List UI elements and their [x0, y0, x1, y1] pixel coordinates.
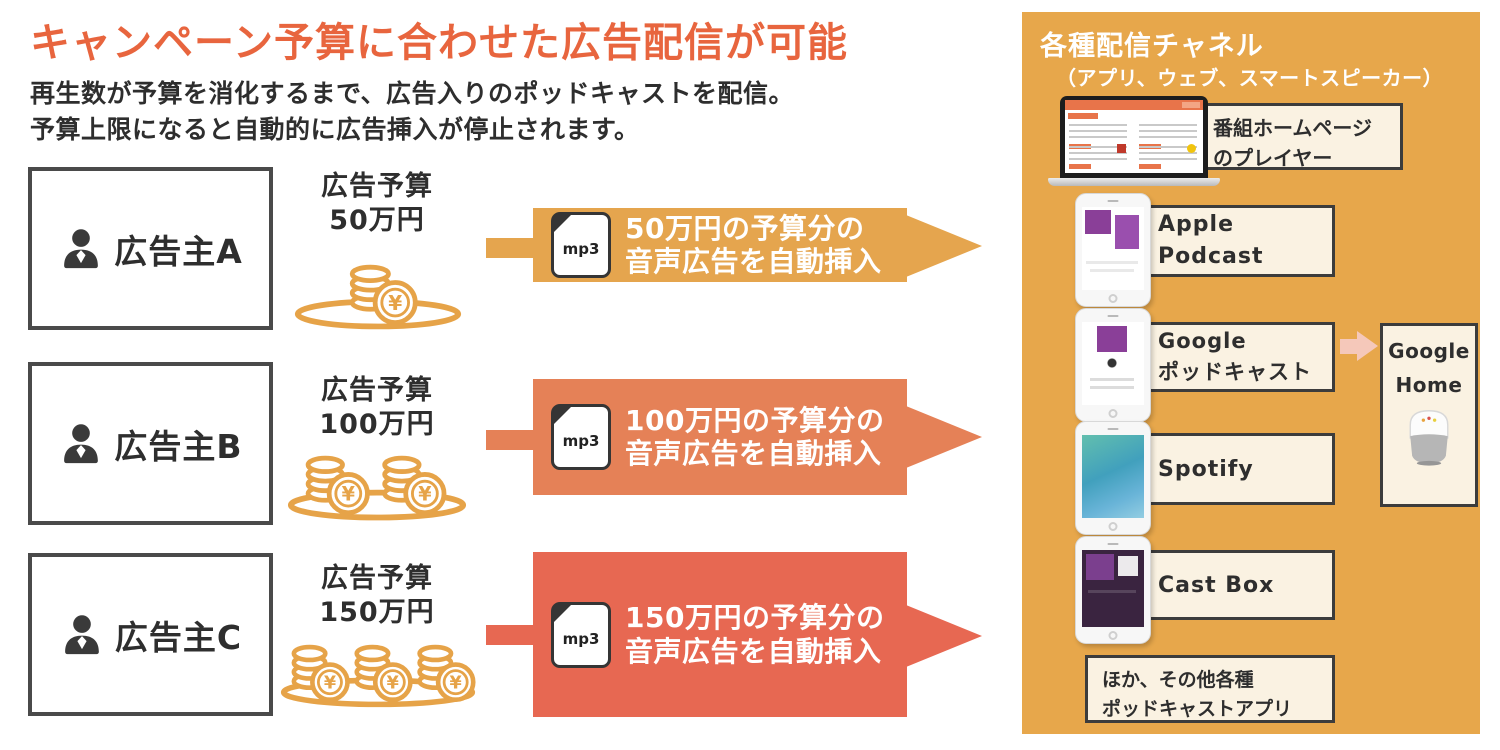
- page-title: キャンペーン予算に合わせた広告配信が可能: [30, 20, 848, 66]
- ad-banner-b: mp3 100万円の予算分の 音声広告を自動挿入: [533, 379, 907, 495]
- smart-speaker-box: Google Home: [1380, 323, 1478, 507]
- banner-c-line1: 150万円の予算分の: [625, 601, 885, 635]
- smart-speaker-line1: Google: [1388, 339, 1470, 363]
- coins-icon: ¥ ¥ ¥: [280, 644, 476, 708]
- subtitle-line2: 予算上限になると自動的に広告挿入が停止されます。: [30, 115, 640, 145]
- budget-amount: 50万円: [329, 204, 425, 236]
- channel-castbox-line1: Cast Box: [1158, 572, 1275, 598]
- budget-title: 広告予算: [321, 563, 433, 594]
- mp3-file-icon: mp3: [551, 212, 611, 278]
- channel-apple-line1: Apple: [1158, 212, 1234, 238]
- budget-c: 広告予算 150万円: [287, 562, 467, 630]
- channels-panel: 各種配信チャネル （アプリ、ウェブ、スマートスピーカー） 番組ホームページ のプ…: [1022, 12, 1480, 734]
- panel-title: 各種配信チャネル: [1040, 31, 1264, 62]
- budget-b: 広告予算 100万円: [287, 374, 467, 442]
- channel-google-line2: ポッドキャスト: [1158, 360, 1312, 384]
- banner-c-line2: 音声広告を自動挿入: [625, 634, 882, 668]
- flow-arrow-stem-c: [486, 625, 534, 645]
- arrow-to-smart-speaker-icon: [1340, 331, 1378, 361]
- channel-spotify-line1: Spotify: [1158, 456, 1254, 482]
- channel-label-web-player: 番組ホームページ のプレイヤー: [1200, 103, 1403, 170]
- banner-b-line2: 音声広告を自動挿入: [625, 437, 882, 470]
- panel-subtitle: （アプリ、ウェブ、スマートスピーカー）: [1056, 66, 1444, 90]
- banner-a-line2: 音声広告を自動挿入: [625, 245, 882, 278]
- channel-web-line1: 番組ホームページ: [1213, 116, 1372, 140]
- subtitle-line1: 再生数が予算を消化するまで、広告入りのポッドキャストを配信。: [30, 79, 795, 108]
- person-icon: [65, 614, 99, 654]
- iphone-spotify-icon: [1075, 421, 1151, 535]
- svg-text:¥: ¥: [324, 674, 336, 694]
- banner-text-b: 100万円の予算分の 音声広告を自動挿入: [625, 404, 884, 470]
- advertiser-name: 広告主B: [114, 426, 243, 466]
- advertiser-box-a: 広告主A: [28, 167, 273, 330]
- banner-text-a: 50万円の予算分の 音声広告を自動挿入: [625, 212, 882, 278]
- subtitle: 再生数が予算を消化するまで、広告入りのポッドキャストを配信。 予算上限になると自…: [30, 76, 794, 149]
- svg-text:¥: ¥: [388, 291, 402, 315]
- person-icon: [64, 228, 99, 268]
- mp3-label: mp3: [562, 629, 600, 648]
- flow-arrowhead-b: [906, 406, 982, 468]
- mp3-file-icon: mp3: [551, 404, 611, 470]
- flow-arrow-stem-b: [486, 430, 534, 450]
- google-home-icon: [1409, 410, 1449, 466]
- advertiser-name: 広告主A: [114, 231, 243, 271]
- svg-text:¥: ¥: [418, 482, 432, 505]
- channel-web-line2: のプレイヤー: [1213, 146, 1333, 170]
- budget-amount: 150万円: [319, 596, 435, 628]
- budget-title: 広告予算: [321, 375, 433, 406]
- advertiser-name: 広告主C: [114, 617, 243, 657]
- coins-icon: ¥: [294, 264, 462, 330]
- laptop-icon: [1060, 96, 1208, 178]
- mp3-label: mp3: [562, 240, 600, 258]
- smart-speaker-line2: Home: [1395, 373, 1463, 397]
- iphone-google-podcast-icon: [1075, 308, 1151, 422]
- ad-banner-a: mp3 50万円の予算分の 音声広告を自動挿入: [533, 208, 907, 282]
- banner-text-c: 150万円の予算分の 音声広告を自動挿入: [625, 601, 884, 667]
- budget-a: 広告予算 50万円: [287, 170, 467, 238]
- channel-google-line1: Google: [1158, 328, 1247, 353]
- svg-text:¥: ¥: [387, 674, 399, 694]
- iphone-apple-podcast-icon: [1075, 193, 1151, 307]
- mp3-file-icon: mp3: [551, 601, 611, 668]
- svg-text:¥: ¥: [342, 482, 356, 505]
- channel-label-other-apps: ほか、その他各種 ポッドキャストアプリ: [1085, 655, 1335, 723]
- ad-banner-c: mp3 150万円の予算分の 音声広告を自動挿入: [533, 552, 907, 717]
- banner-b-line1: 100万円の予算分の: [625, 403, 885, 437]
- channel-other-line2: ポッドキャストアプリ: [1102, 698, 1293, 721]
- svg-text:¥: ¥: [450, 674, 462, 694]
- channel-apple-line2: Podcast: [1158, 244, 1264, 269]
- website-thumbnail: [1065, 100, 1203, 173]
- iphone-castbox-icon: [1075, 536, 1151, 644]
- flow-arrowhead-a: [906, 215, 982, 277]
- laptop-base: [1048, 178, 1220, 186]
- flow-arrowhead-c: [906, 605, 982, 667]
- budget-title: 広告予算: [321, 171, 433, 202]
- advertiser-box-b: 広告主B: [28, 362, 273, 525]
- channel-other-line1: ほか、その他各種: [1102, 669, 1254, 691]
- person-icon: [64, 423, 99, 463]
- coins-icon: ¥ ¥: [287, 455, 467, 521]
- advertiser-box-c: 広告主C: [28, 553, 273, 716]
- banner-a-line1: 50万円の予算分の: [625, 211, 865, 245]
- flow-arrow-stem-a: [486, 238, 534, 258]
- budget-amount: 100万円: [319, 408, 435, 440]
- mp3-label: mp3: [562, 432, 600, 450]
